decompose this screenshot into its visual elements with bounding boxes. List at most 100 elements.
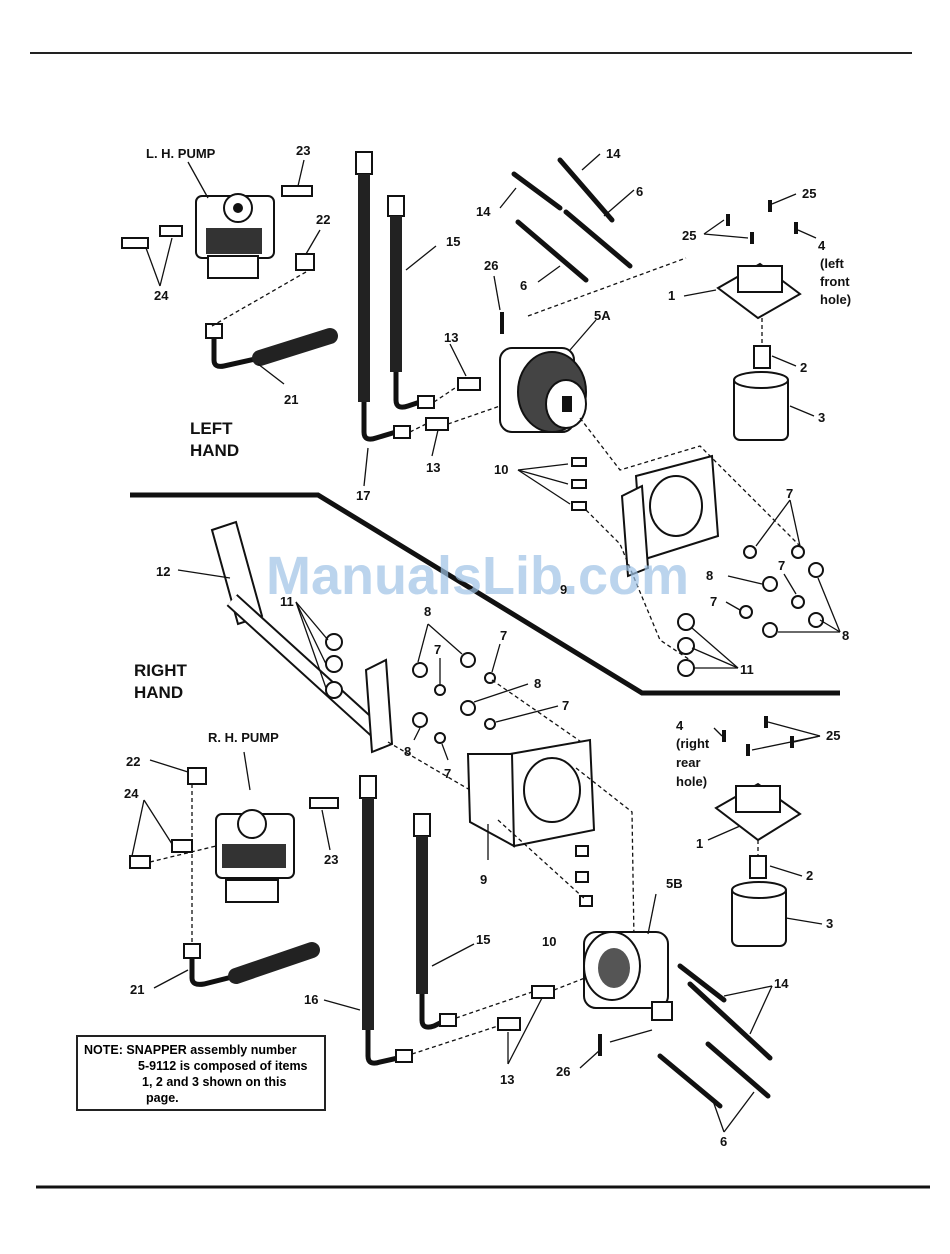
left-hose-17 (355, 151, 411, 442)
callout-7a: 7 (786, 486, 793, 501)
callout-15: 15 (446, 234, 460, 249)
callout-22: 22 (316, 212, 330, 227)
callout-7f: 7 (562, 698, 569, 713)
callout-8d: 8 (534, 676, 541, 691)
callout-8b: 8 (842, 628, 849, 643)
callout-13b: 13 (426, 460, 440, 475)
callout-7e: 7 (500, 628, 507, 643)
callout-4-note-3: hole) (820, 292, 851, 307)
callout-10: 10 (494, 462, 508, 477)
callout-9a: 9 (560, 582, 567, 597)
callout-1: 1 (668, 288, 675, 303)
callout-14a: 14 (606, 146, 621, 161)
right-fitting-13a (531, 985, 555, 999)
callout-r4: 4 (676, 718, 684, 733)
left-mount-assembly (716, 262, 802, 441)
callout-r4-note-2: rear (676, 755, 701, 770)
callout-7g: 7 (444, 766, 451, 781)
left-pump (121, 185, 315, 279)
callout-r9: 9 (480, 872, 487, 887)
callout-r25: 25 (826, 728, 840, 743)
callout-8c: 8 (424, 604, 431, 619)
callout-13a: 13 (444, 330, 458, 345)
callout-r23: 23 (324, 852, 338, 867)
callout-r1: 1 (696, 836, 703, 851)
callout-6a: 6 (636, 184, 643, 199)
right-pump (129, 767, 339, 903)
right-bolt-26 (598, 1034, 602, 1056)
callout-4-note-2: front (820, 274, 850, 289)
callout-23: 23 (296, 143, 310, 158)
callout-r3: 3 (826, 916, 833, 931)
right-wheel-motor-5b (583, 931, 673, 1021)
right-mount-assembly (714, 782, 802, 947)
callout-21: 21 (284, 392, 298, 407)
right-hand-heading-2: HAND (134, 683, 183, 702)
callout-8e: 8 (404, 744, 411, 759)
callout-r24: 24 (124, 786, 139, 801)
callout-7b: 7 (778, 558, 785, 573)
callout-r15: 15 (476, 932, 490, 947)
right-axle-bracket-12 (210, 520, 394, 754)
left-bolt-26 (500, 312, 504, 334)
callout-4: 4 (818, 238, 826, 253)
callout-r16: 16 (304, 992, 318, 1007)
callout-11b: 11 (280, 594, 294, 609)
callout-r4-note-1: (right (676, 736, 710, 751)
note-line-1: NOTE: SNAPPER assembly number (84, 1043, 297, 1057)
right-nuts-washers (325, 633, 496, 744)
callouts: L. H. PUMP 23 22 24 21 15 17 13 13 26 5A… (124, 143, 851, 1149)
callout-14b: 14 (476, 204, 491, 219)
left-hose-15 (387, 195, 435, 410)
right-hand-heading-1: RIGHT (134, 661, 188, 680)
left-nuts-washers (677, 545, 824, 677)
callout-12: 12 (156, 564, 170, 579)
callout-2: 2 (800, 360, 807, 375)
section-divider (130, 492, 840, 696)
left-plate-9 (620, 454, 720, 578)
callout-6b: 6 (520, 278, 527, 293)
callout-4-note-1: (left (820, 256, 845, 271)
right-fitting-13b (497, 1017, 521, 1031)
left-bolts-14-6 (511, 157, 633, 283)
callout-5a: 5A (594, 308, 611, 323)
callout-25b: 25 (802, 186, 816, 201)
note-line-2: 5-9112 is composed of items (138, 1059, 308, 1073)
left-wheel-motor-5a (499, 347, 587, 433)
callout-r4-note-3: hole) (676, 774, 707, 789)
right-hose-21 (183, 942, 320, 987)
callout-25a: 25 (682, 228, 696, 243)
left-hose-21 (205, 323, 338, 369)
note-line-4: page. (146, 1091, 179, 1105)
watermark: ManualsLib.com (266, 546, 689, 606)
right-plate-9 (466, 738, 596, 848)
callout-11a: 11 (740, 662, 754, 677)
callout-r13: 13 (500, 1072, 514, 1087)
left-hand-heading-1: LEFT (190, 419, 233, 438)
callout-7d: 7 (434, 642, 441, 657)
callout-3: 3 (818, 410, 825, 425)
right-hose-16 (359, 775, 413, 1066)
callout-r6: 6 (720, 1134, 727, 1149)
callout-7c: 7 (710, 594, 717, 609)
right-hose-15 (413, 813, 457, 1030)
right-bolts-14-6 (657, 963, 773, 1109)
callout-r14: 14 (774, 976, 789, 991)
callout-r2: 2 (806, 868, 813, 883)
callout-17: 17 (356, 488, 370, 503)
callout-r5b: 5B (666, 876, 683, 891)
left-fitting-13b (425, 417, 449, 431)
callout-r22: 22 (126, 754, 140, 769)
callout-r10: 10 (542, 934, 556, 949)
leader-lines (131, 153, 841, 1133)
rh-pump-label: R. H. PUMP (208, 730, 279, 745)
callout-24: 24 (154, 288, 169, 303)
left-hand-heading-2: HAND (190, 441, 239, 460)
note-line-3: 1, 2 and 3 shown on this (142, 1075, 287, 1089)
callout-r21: 21 (130, 982, 144, 997)
callout-26: 26 (484, 258, 498, 273)
assembly-note: NOTE: SNAPPER assembly number 5-9112 is … (76, 1035, 326, 1111)
callout-r26: 26 (556, 1064, 570, 1079)
lh-pump-label: L. H. PUMP (146, 146, 216, 161)
